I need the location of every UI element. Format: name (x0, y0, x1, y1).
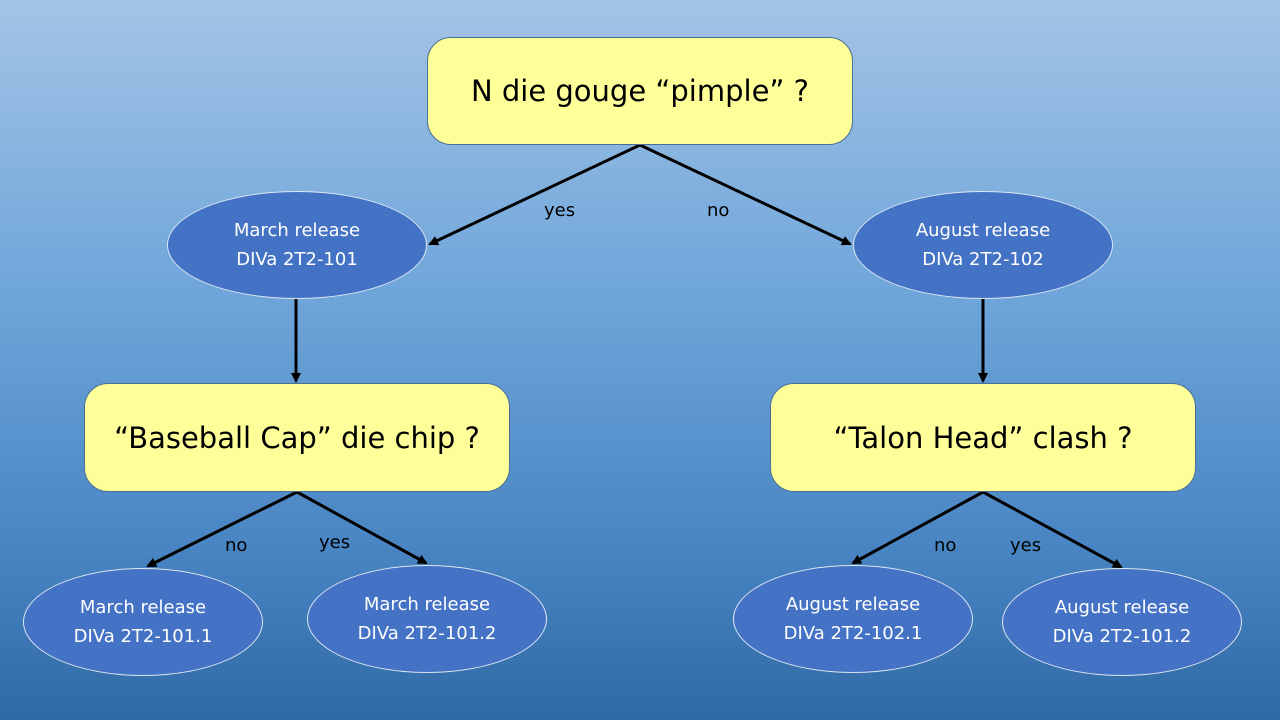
arrow-right-question-to-leaf-3 (851, 490, 984, 565)
arrow-left-question-to-leaf-1 (146, 490, 298, 568)
leaf-3-line2: DIVa 2T2-102.1 (783, 623, 923, 644)
leaf-2-line2: DIVa 2T2-101.2 (357, 623, 497, 644)
right-release-line2: DIVa 2T2-102 (922, 249, 1044, 270)
right-release-ellipse: August release DIVa 2T2-102 (853, 191, 1113, 299)
right-question-box: “Talon Head” clash ? (770, 383, 1196, 492)
leaf-4-line2: DIVa 2T2-101.2 (1052, 626, 1192, 647)
arrow-left-question-to-leaf-2 (296, 490, 428, 565)
arrow-right-question-to-leaf-4 (982, 490, 1123, 569)
leaf-1-line2: DIVa 2T2-101.1 (73, 626, 213, 647)
edge-label-right-no: no (934, 535, 957, 556)
right-question-text: “Talon Head” clash ? (833, 420, 1133, 455)
right-release-line1: August release (915, 220, 1051, 241)
leaf-2-ellipse: March release DIVa 2T2-101.2 (307, 565, 547, 673)
leaf-2-line1: March release (363, 594, 491, 615)
arrow-root-to-right-release (639, 143, 852, 246)
root-decision-box: N die gouge “pimple” ? (427, 37, 853, 145)
left-release-line2: DIVa 2T2-101 (236, 249, 358, 270)
left-release-ellipse: March release DIVa 2T2-101 (167, 191, 427, 299)
edge-label-left-no: no (225, 535, 248, 556)
edge-label-root-yes: yes (544, 200, 576, 221)
left-release-line1: March release (233, 220, 361, 241)
edge-label-left-yes: yes (319, 532, 351, 553)
leaf-1-line1: March release (79, 597, 207, 618)
edge-label-root-no: no (707, 200, 730, 221)
left-question-text: “Baseball Cap” die chip ? (114, 420, 480, 455)
leaf-1-ellipse: March release DIVa 2T2-101.1 (23, 568, 263, 676)
left-question-box: “Baseball Cap” die chip ? (84, 383, 510, 492)
leaf-4-ellipse: August release DIVa 2T2-101.2 (1002, 568, 1242, 676)
leaf-4-line1: August release (1054, 597, 1190, 618)
root-decision-text: N die gouge “pimple” ? (470, 74, 810, 108)
arrow-root-to-left-release (428, 143, 641, 246)
leaf-3-ellipse: August release DIVa 2T2-102.1 (733, 565, 973, 673)
leaf-3-line1: August release (785, 594, 921, 615)
edge-label-right-yes: yes (1010, 535, 1042, 556)
